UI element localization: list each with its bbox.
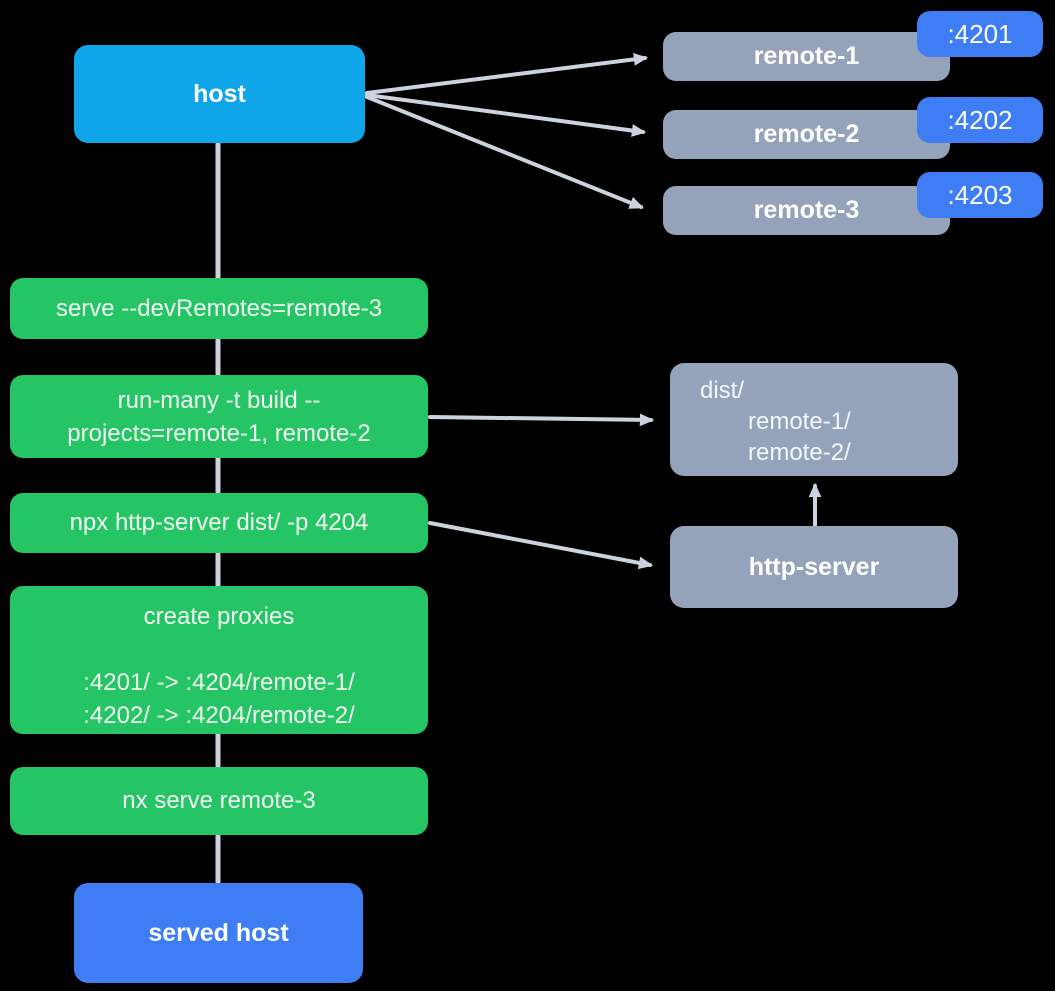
create-proxies-spacer xyxy=(10,633,428,666)
command-npx-http-server-label: npx http-server dist/ -p 4204 xyxy=(69,509,369,536)
dist-folder-remote-1: remote-1/ xyxy=(748,408,851,435)
command-serve-dev-remotes-label: serve --devRemotes=remote-3 xyxy=(55,294,383,322)
arrow-host-to-remote-2 xyxy=(365,93,647,137)
arrow-host-to-remote-3 xyxy=(365,95,644,209)
command-run-many-line-2: projects=remote-1, remote-2 xyxy=(67,419,371,447)
arrow-host-to-remote-1 xyxy=(365,53,649,95)
served-host-label: served host xyxy=(148,918,289,947)
command-create-proxies: create proxies :4201/ -> :4204/remote-1/… xyxy=(10,586,428,734)
remote-1-node: remote-1 xyxy=(663,32,950,81)
command-serve-dev-remotes: serve --devRemotes=remote-3 xyxy=(10,278,428,339)
remote-3-label: remote-3 xyxy=(753,196,860,224)
command-npx-http-server: npx http-server dist/ -p 4204 xyxy=(10,493,428,553)
command-nx-serve-remote-3-label: nx serve remote-3 xyxy=(122,787,316,814)
remote-1-label: remote-1 xyxy=(753,42,860,70)
served-host-node: served host xyxy=(74,883,363,983)
proxy-rule-4202: :4202/ -> :4204/remote-2/ xyxy=(83,702,355,729)
host-label: host xyxy=(193,79,246,108)
host-node: host xyxy=(74,45,365,143)
dist-folder-root: dist/ xyxy=(700,377,745,404)
port-badge-4202-label: :4202 xyxy=(947,104,1013,135)
proxy-rule-4201: :4201/ -> :4204/remote-1/ xyxy=(83,669,355,696)
dist-folder-remote-2: remote-2/ xyxy=(748,439,851,466)
port-badge-4202: :4202 xyxy=(917,97,1043,143)
port-badge-4201-label: :4201 xyxy=(947,18,1013,49)
arrow-run-many-to-dist xyxy=(428,413,655,427)
remote-2-label: remote-2 xyxy=(753,120,860,148)
command-nx-serve-remote-3: nx serve remote-3 xyxy=(10,767,428,835)
port-badge-4201: :4201 xyxy=(917,11,1043,57)
remote-2-node: remote-2 xyxy=(663,110,950,159)
command-run-many-line-1: run-many -t build -- xyxy=(117,386,321,414)
port-badge-4203-label: :4203 xyxy=(947,179,1013,210)
dist-folder-node: dist/ remote-1/ remote-2/ xyxy=(670,363,958,476)
http-server-label: http-server xyxy=(748,552,880,581)
arrow-http-server-cmd-to-http-server xyxy=(428,521,654,570)
create-proxies-title: create proxies xyxy=(143,603,295,630)
port-badge-4203: :4203 xyxy=(917,172,1043,218)
command-run-many-build: run-many -t build -- projects=remote-1, … xyxy=(10,375,428,458)
http-server-node: http-server xyxy=(670,526,958,608)
remote-3-node: remote-3 xyxy=(663,186,950,235)
